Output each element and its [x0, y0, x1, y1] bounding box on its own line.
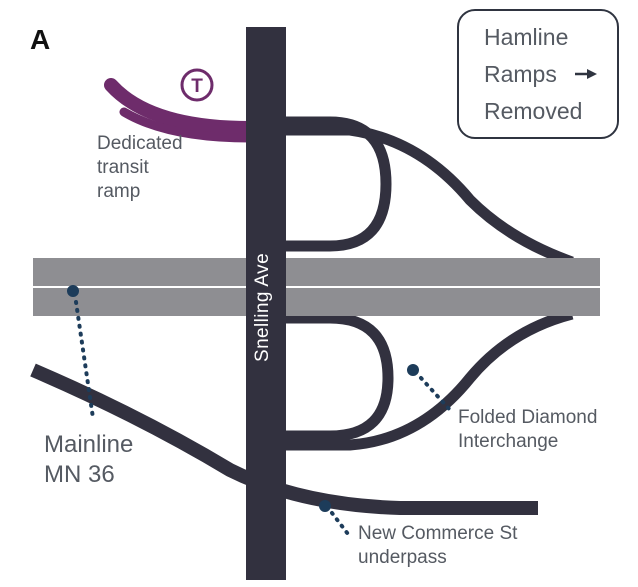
- transit-badge-icon: [180, 68, 214, 102]
- mainline-label-line1: Mainline: [44, 431, 134, 458]
- mainline-marker-dot: [67, 285, 79, 297]
- mainline-leader-line: [74, 300, 95, 420]
- loop-ramp-south: [270, 312, 394, 442]
- commerce-st-road: [30, 363, 538, 515]
- panel-label: A: [30, 24, 51, 55]
- snelling-ave-road: [246, 27, 286, 580]
- commerce-label-line2: underpass: [358, 546, 447, 568]
- folded-diamond-label: Folded Diamond Interchange: [458, 406, 597, 454]
- diagonal-ramp-north: [270, 124, 574, 268]
- mainline-label-line2: MN 36: [44, 461, 115, 488]
- commerce-label-line1: New Commerce St: [358, 523, 518, 544]
- folded-diamond-marker-dot: [407, 364, 419, 376]
- diagonal-ramp-south: [270, 308, 574, 451]
- commerce-marker-dot: [319, 500, 331, 512]
- folded-label-line2: Interchange: [458, 430, 559, 452]
- mainline-label: Mainline MN 36: [44, 430, 133, 490]
- arrow-right-icon: [575, 69, 597, 79]
- transit-ramp-label: Dedicated transit ramp: [97, 132, 217, 203]
- transit-badge-letter: T: [191, 76, 203, 97]
- snelling-ave-label: Snelling Ave: [252, 252, 273, 362]
- legend-text: Hamline Ramps Removed: [484, 19, 582, 130]
- legend-box: Hamline Ramps Removed: [457, 9, 619, 139]
- loop-ramp-north: [270, 116, 392, 252]
- transit-ramp: [104, 78, 257, 135]
- transit-label-line3: ramp: [97, 180, 141, 202]
- folded-diamond-leader-line: [419, 376, 453, 413]
- legend-line3: Removed: [484, 98, 583, 124]
- transit-label-line1: Dedicated: [97, 133, 183, 154]
- transit-ramp-lower: [119, 107, 255, 143]
- legend-line1: Hamline: [484, 24, 569, 50]
- folded-label-line1: Folded Diamond: [458, 407, 598, 428]
- legend-line2: Ramps: [484, 61, 557, 87]
- transit-label-line2: transit: [97, 156, 149, 178]
- commerce-st-label: New Commerce St underpass: [358, 522, 517, 570]
- commerce-leader-line: [330, 511, 353, 540]
